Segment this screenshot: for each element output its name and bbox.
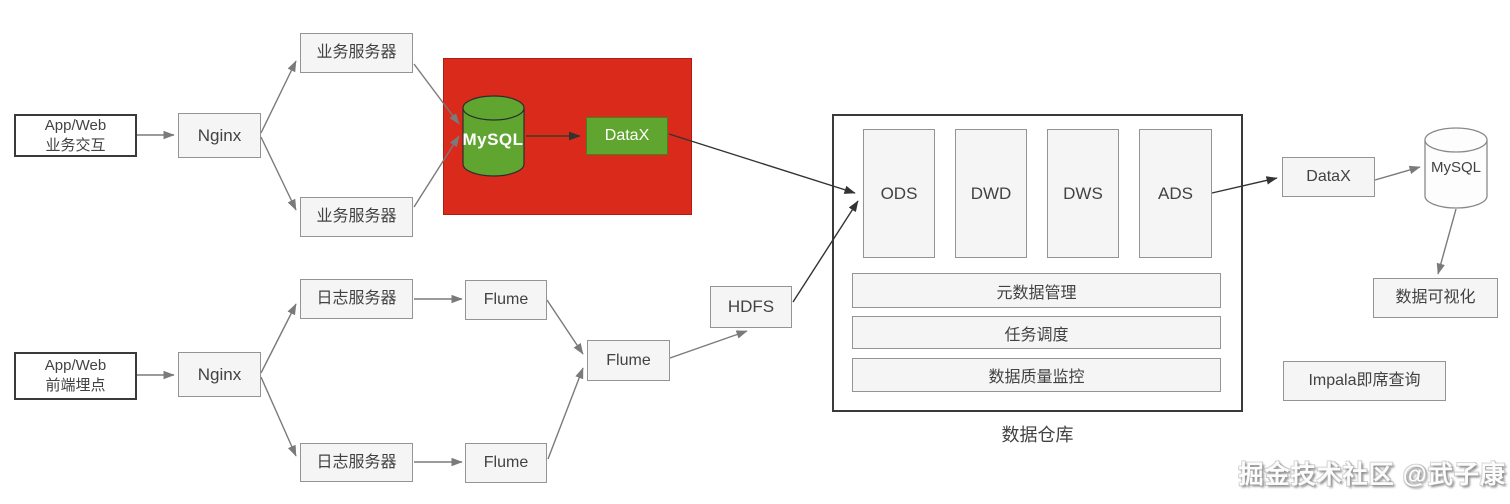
node-ads: ADS <box>1139 129 1212 258</box>
node-dwd: DWD <box>955 129 1027 258</box>
warehouse-caption: 数据仓库 <box>1001 425 1074 445</box>
bar-metadata-management: 元数据管理 <box>852 273 1221 308</box>
mysql-result-cylinder-icon <box>1424 127 1488 209</box>
mysql-source-cylinder-icon <box>462 95 525 177</box>
node-biz-server-bottom: 业务服务器 <box>300 197 413 237</box>
appweb-business-line2: 业务交互 <box>45 136 106 154</box>
node-visualization: 数据可视化 <box>1373 278 1498 318</box>
node-flume-agg: Flume <box>587 340 670 381</box>
node-datax-export: DataX <box>1282 157 1375 197</box>
node-flume-bottom: Flume <box>465 443 547 483</box>
node-nginx-top: Nginx <box>178 113 261 158</box>
bar-data-quality-monitoring: 数据质量监控 <box>852 358 1221 392</box>
node-biz-server-top: 业务服务器 <box>300 33 413 73</box>
arrow-datax-to-ods <box>668 133 856 194</box>
node-flume-top: Flume <box>465 280 547 320</box>
arrow-hdfs-to-ods <box>792 200 859 303</box>
appweb-business-line1: App/Web <box>44 116 107 134</box>
arrow-bizserver-bottom-to-mysql <box>413 135 460 208</box>
watermark: 掘金技术社区 @武子康 <box>1238 461 1506 489</box>
arrow-flume-top-to-flume-agg <box>546 299 584 355</box>
arrow-flume-bottom-to-flume-agg <box>547 367 584 460</box>
appweb-tracking-line2: 前端埋点 <box>45 377 106 394</box>
node-appweb-business: App/Web 业务交互 <box>14 114 137 157</box>
arrow-datax-to-mysql-result <box>1374 165 1421 181</box>
node-log-server-top: 日志服务器 <box>300 279 413 319</box>
node-hdfs: HDFS <box>710 286 792 328</box>
arrow-mysql-result-to-visualization <box>1436 208 1457 275</box>
arrow-nginx-to-bizserver-top <box>260 60 297 134</box>
node-datax-ingest: DataX <box>586 117 668 155</box>
appweb-tracking-line1: App/Web <box>44 357 107 374</box>
node-appweb-tracking: App/Web 前端埋点 <box>14 352 137 400</box>
node-dws: DWS <box>1047 129 1119 258</box>
arrow-bizserver-top-to-mysql <box>413 63 460 125</box>
arrow-flume-agg-to-hdfs <box>669 330 748 359</box>
node-impala: Impala即席查询 <box>1283 361 1446 401</box>
node-ods: ODS <box>863 129 935 258</box>
node-nginx-bottom: Nginx <box>178 352 261 397</box>
node-log-server-bottom: 日志服务器 <box>300 443 413 482</box>
arrow-nginx-to-logserver-bottom <box>260 376 297 457</box>
arrow-nginx-to-bizserver-bottom <box>260 136 297 211</box>
bar-task-scheduling: 任务调度 <box>852 316 1221 349</box>
arrow-nginx-to-logserver-top <box>260 303 297 374</box>
arrow-ads-to-datax <box>1211 176 1278 194</box>
